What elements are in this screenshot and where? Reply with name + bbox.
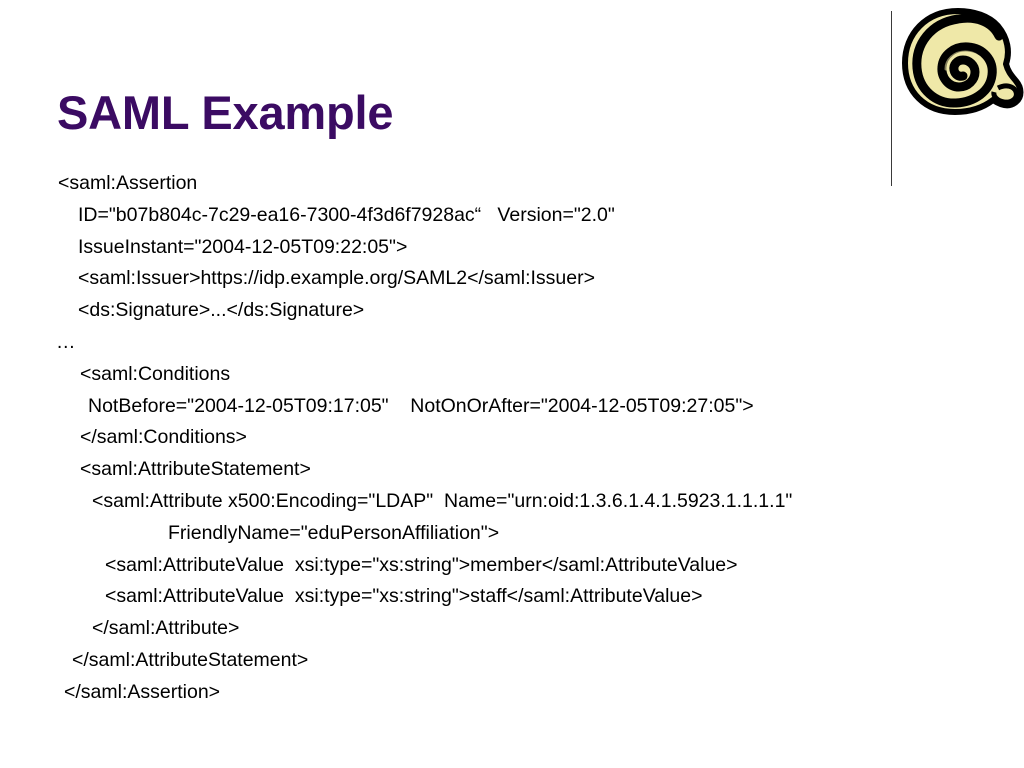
header-divider-line	[891, 11, 892, 186]
code-line: </saml:AttributeStatement>	[72, 648, 309, 671]
code-line: <saml:Issuer>https://idp.example.org/SAM…	[78, 267, 595, 290]
code-line: NotBefore="2004-12-05T09:17:05" NotOnOrA…	[88, 394, 754, 417]
code-line: <saml:AttributeValue xsi:type="xs:string…	[105, 553, 738, 576]
code-line: FriendlyName="eduPersonAffiliation">	[168, 521, 500, 544]
code-line: <saml:AttributeValue xsi:type="xs:string…	[105, 585, 703, 608]
code-line: </saml:Assertion>	[64, 680, 221, 703]
spiral-shell-logo	[898, 8, 1024, 120]
code-line: ID="b07b804c-7c29-ea16-7300-4f3d6f7928ac…	[78, 203, 615, 226]
code-line: <saml:AttributeStatement>	[80, 458, 311, 481]
code-line: </saml:Attribute>	[92, 617, 240, 640]
code-line: IssueInstant="2004-12-05T09:22:05">	[78, 235, 408, 258]
code-line: <saml:Attribute x500:Encoding="LDAP" Nam…	[92, 489, 793, 512]
code-line: </saml:Conditions>	[80, 426, 247, 449]
code-line: <saml:Conditions	[80, 362, 231, 385]
code-line: <saml:Assertion	[58, 172, 198, 194]
page-title: SAML Example	[57, 86, 394, 139]
code-line: <ds:Signature>...</ds:Signature>	[78, 299, 365, 322]
code-line: …	[56, 330, 76, 353]
